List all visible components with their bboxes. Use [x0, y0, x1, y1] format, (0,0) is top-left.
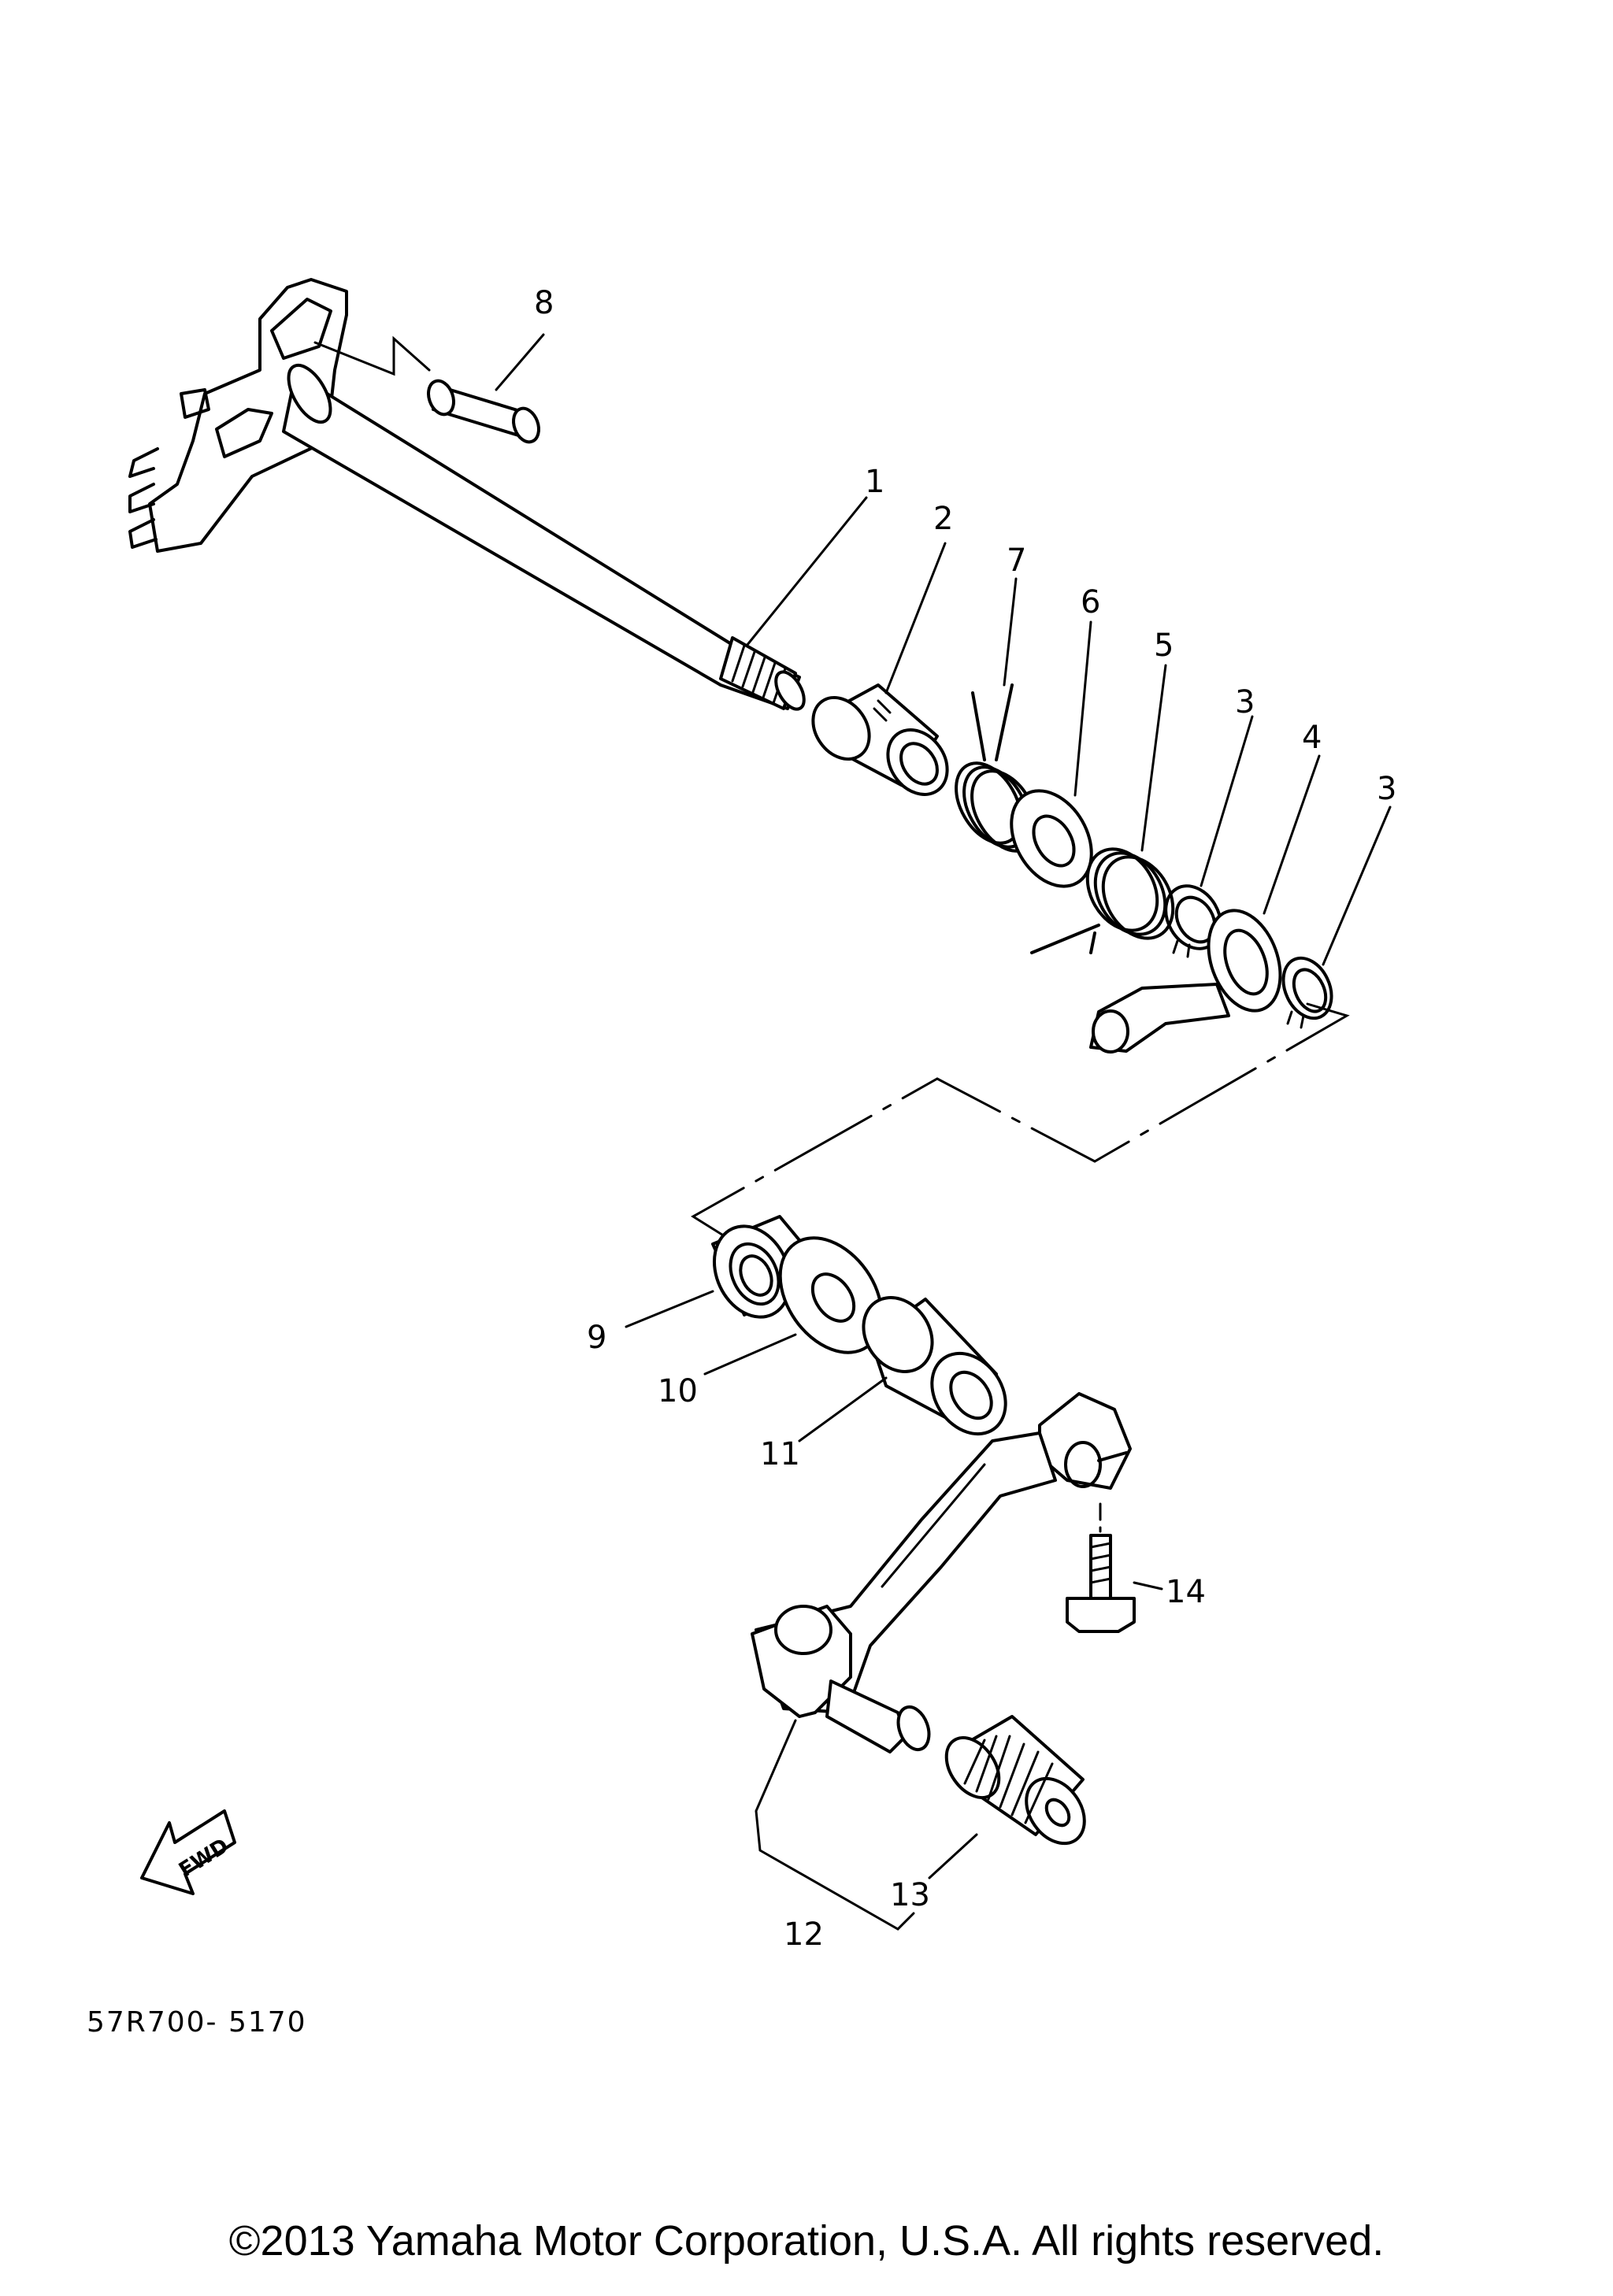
callout-7: 7 [1007, 543, 1026, 579]
spring-part-5[interactable] [1030, 836, 1187, 954]
oil-seal-part-9[interactable] [700, 1214, 804, 1330]
bolt-part-14[interactable] [1066, 1502, 1136, 1633]
pedal-rubber-part-13[interactable] [936, 1715, 1096, 1854]
callout-3-upper: 3 [1235, 684, 1255, 720]
fwd-arrow: FWD [140, 1809, 236, 1895]
callout-4: 4 [1302, 720, 1322, 756]
callout-2: 2 [933, 501, 953, 537]
callout-11: 11 [760, 1436, 800, 1472]
assembly-reference-line [691, 1002, 1350, 1238]
washer-part-6[interactable] [996, 776, 1108, 901]
callout-8: 8 [534, 285, 554, 321]
callout-12: 12 [784, 1916, 824, 1953]
callout-13: 13 [890, 1877, 930, 1913]
callout-6: 6 [1081, 584, 1100, 620]
diagram-code: 57R700- 5170 [87, 2006, 307, 2039]
callout-3-lower: 3 [1377, 771, 1396, 807]
collar-part-11[interactable] [850, 1284, 1021, 1448]
callout-labels: 1 2 3 3 4 5 6 7 8 9 10 11 12 13 14 [534, 285, 1396, 1953]
shift-shaft-part-1[interactable] [128, 278, 810, 714]
callout-9: 9 [587, 1320, 606, 1356]
shift-arm-part-4[interactable] [1089, 901, 1293, 1054]
callout-14: 14 [1166, 1574, 1206, 1610]
copyright-notice: ©2013 Yamaha Motor Corporation, U.S.A. A… [228, 2217, 1385, 2265]
collar-part-2[interactable] [802, 683, 959, 806]
circlip-part-3-lower[interactable] [1274, 950, 1341, 1029]
callout-1: 1 [865, 464, 884, 500]
dowel-pin-part-8[interactable] [313, 335, 543, 446]
shift-pedal-part-12[interactable] [751, 1392, 1132, 1753]
callout-10: 10 [658, 1373, 698, 1409]
leader-lines [495, 333, 1392, 1931]
callout-5: 5 [1154, 628, 1174, 664]
